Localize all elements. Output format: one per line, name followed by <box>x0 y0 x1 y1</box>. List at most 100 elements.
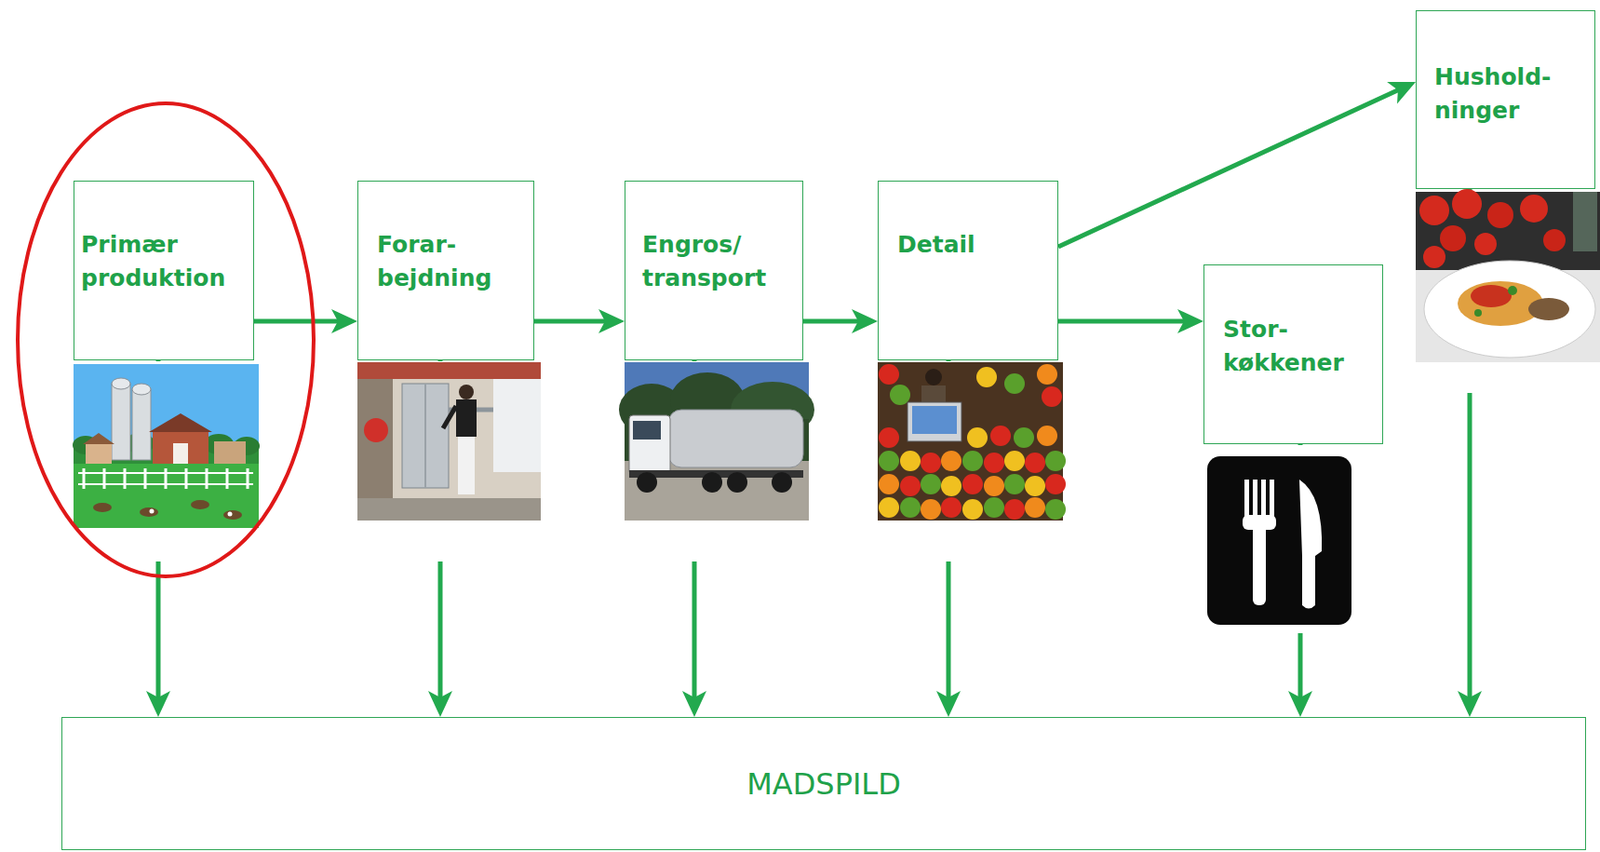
farm-picture <box>132 389 151 460</box>
truck-picture <box>701 471 723 493</box>
market-picture <box>1004 450 1025 471</box>
process-box: Hushold- ninger <box>1415 10 1596 189</box>
market-picture <box>925 368 942 386</box>
food-picture <box>1543 228 1566 252</box>
market-picture <box>990 425 1011 446</box>
flow-arrow <box>803 319 867 324</box>
farm-picture <box>223 510 243 520</box>
market-picture <box>976 366 997 388</box>
market-picture <box>920 498 942 520</box>
market-picture <box>1045 450 1066 471</box>
food-picture <box>1519 194 1548 223</box>
market-picture <box>983 475 1005 497</box>
farm-picture <box>152 430 209 464</box>
box-label: Engros/ transport <box>642 228 797 296</box>
food-picture <box>1474 232 1497 256</box>
market-picture <box>878 427 900 448</box>
food-picture <box>1474 309 1482 317</box>
dairy-picture <box>493 378 541 472</box>
truck-picture <box>636 471 658 493</box>
farm-picture <box>72 363 260 528</box>
market-picture <box>1004 498 1025 520</box>
process-box: Detail <box>877 180 1059 361</box>
market-picture <box>920 473 942 495</box>
dairy-picture <box>357 362 541 379</box>
market-picture <box>1036 425 1058 446</box>
market-picture <box>912 405 957 434</box>
market-picture <box>941 475 962 497</box>
truck-picture <box>629 415 671 475</box>
farm-picture <box>111 383 131 460</box>
food-picture <box>1423 245 1446 269</box>
market-picture <box>900 475 921 497</box>
box-label: Hushold- ninger <box>1434 60 1589 128</box>
food-picture <box>1419 195 1450 226</box>
food-picture <box>1507 285 1518 296</box>
farm-picture <box>149 509 155 514</box>
market-picture <box>920 452 942 473</box>
truck-picture <box>632 420 661 440</box>
truck-picture <box>668 409 804 468</box>
market-picture <box>1041 386 1063 407</box>
process-box: Stor- køkkener <box>1203 264 1384 444</box>
market-picture <box>962 473 983 495</box>
dairy-picture <box>424 383 427 488</box>
farm-picture <box>73 363 259 528</box>
food-picture <box>1487 201 1514 229</box>
farm-picture <box>144 468 148 489</box>
flow-arrow <box>1058 86 1406 247</box>
market-picture <box>878 363 900 385</box>
cutlery-icon <box>1299 479 1322 609</box>
cutlery-icon <box>1252 523 1266 606</box>
market-picture <box>962 450 983 471</box>
farm-picture <box>246 468 250 489</box>
food-picture <box>1415 191 1600 272</box>
market-picture <box>878 450 900 471</box>
market-picture <box>900 450 921 471</box>
farm-picture <box>93 502 112 512</box>
market-picture <box>1024 497 1046 518</box>
food-picture <box>1439 225 1466 252</box>
box-label: Detail <box>897 228 1052 262</box>
market-picture <box>967 427 988 448</box>
farm-picture <box>185 468 189 489</box>
flow-arrow <box>534 319 614 324</box>
cutlery-icon <box>1207 456 1352 625</box>
food-picture <box>1470 284 1512 308</box>
market-picture <box>962 498 983 520</box>
market-picture <box>877 362 1066 521</box>
market-picture <box>983 452 1005 473</box>
farm-picture <box>226 468 229 489</box>
market-picture <box>1045 498 1066 520</box>
market-picture <box>983 497 1005 518</box>
market-picture <box>1004 473 1025 495</box>
farm-picture <box>228 511 233 517</box>
farm-picture <box>82 432 115 444</box>
farm-picture <box>205 468 209 489</box>
dairy-picture <box>357 362 541 521</box>
food-picture <box>1573 191 1598 252</box>
market-picture <box>1024 452 1046 473</box>
market-picture <box>907 402 962 442</box>
box-label: Stor- køkkener <box>1223 312 1377 380</box>
food-picture <box>1452 188 1482 219</box>
process-box: Forar- bejdning <box>357 180 535 361</box>
dairy-picture <box>357 378 393 500</box>
waste-box: MADSPILD <box>61 716 1587 850</box>
dairy-picture <box>457 436 475 495</box>
farm-picture <box>139 507 159 517</box>
dairy-picture <box>402 383 449 488</box>
food-picture <box>1528 297 1570 321</box>
market-picture <box>900 497 921 518</box>
box-label: Forar- bejdning <box>376 228 528 296</box>
farm-picture <box>103 468 107 489</box>
market-picture <box>878 473 900 495</box>
cutlery-icon <box>1207 456 1352 625</box>
market-picture <box>877 362 1063 521</box>
dairy-picture <box>357 497 541 521</box>
farm-picture <box>190 499 210 510</box>
box-label: Primær produktion <box>80 228 248 296</box>
line-cover <box>151 189 1477 633</box>
farm-picture <box>85 443 112 466</box>
